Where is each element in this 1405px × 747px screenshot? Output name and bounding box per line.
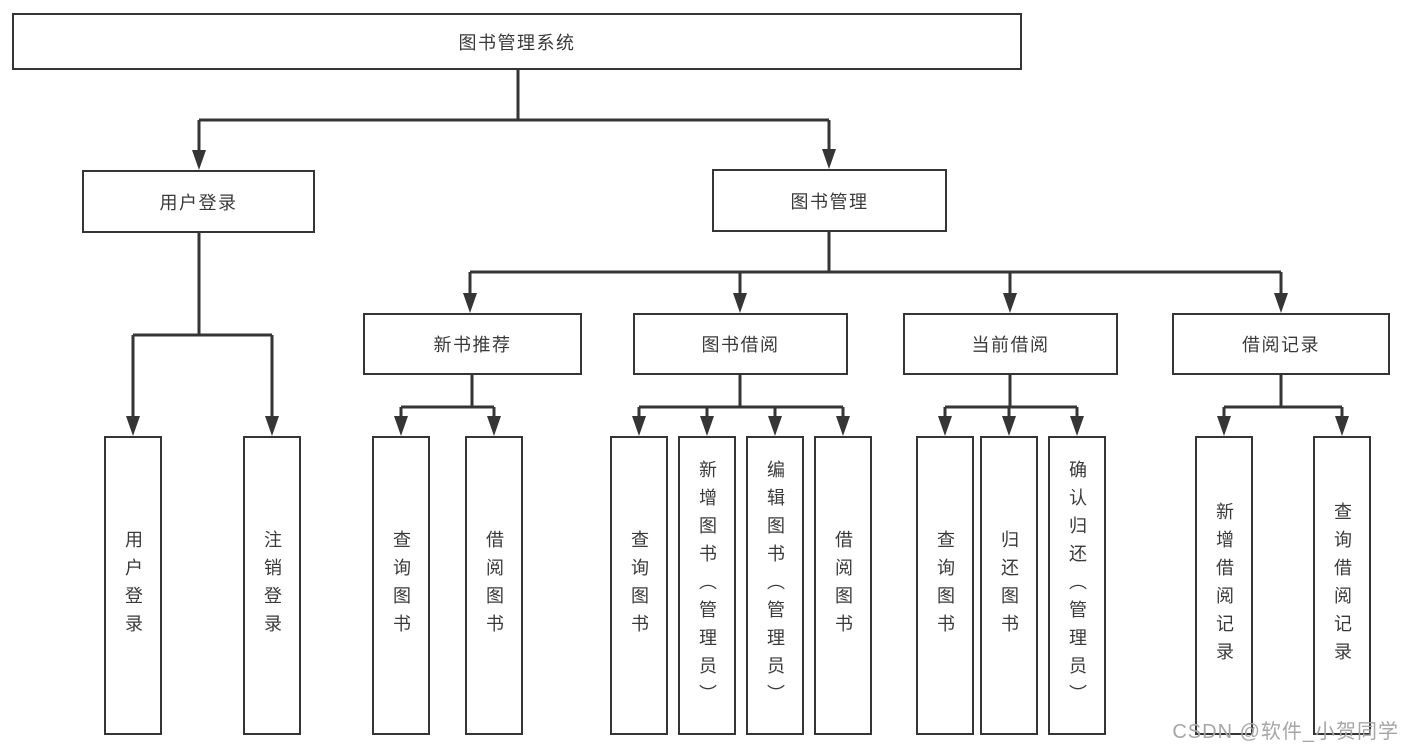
leaf-borrow-books-borrowing: 借阅图书	[814, 436, 872, 735]
leaf-return-books: 归还图书	[980, 436, 1038, 735]
node-user-login: 用户登录	[82, 170, 315, 233]
node-new-book-recommendation: 新书推荐	[363, 313, 582, 375]
watermark: CSDN @软件_小贺同学	[1172, 721, 1399, 743]
node-book-management: 图书管理	[712, 169, 947, 232]
leaf-edit-books-admin-label: 编辑图书（管理员）	[765, 459, 785, 712]
leaf-query-borrow-record: 查询借阅记录	[1313, 436, 1371, 735]
leaf-query-books-current: 查询图书	[916, 436, 974, 735]
leaf-add-books-admin-label: 新增图书（管理员）	[697, 459, 717, 712]
leaf-add-borrow-record: 新增借阅记录	[1195, 436, 1253, 735]
leaf-query-borrow-record-label: 查询借阅记录	[1332, 501, 1352, 670]
leaf-edit-books-admin: 编辑图书（管理员）	[746, 436, 804, 735]
leaf-query-books-recommend: 查询图书	[372, 436, 430, 735]
leaf-return-books-label: 归还图书	[999, 529, 1019, 642]
leaf-user-login-label: 用户登录	[123, 529, 143, 642]
leaf-query-books-recommend-label: 查询图书	[391, 529, 411, 642]
leaf-borrow-books-recommend-label: 借阅图书	[484, 529, 504, 642]
node-library-management-system: 图书管理系统	[12, 13, 1022, 70]
leaf-confirm-return-admin: 确认归还（管理员）	[1048, 436, 1106, 735]
leaf-logout-label: 注销登录	[262, 529, 282, 642]
node-book-borrowing: 图书借阅	[633, 313, 848, 375]
leaf-borrow-books-recommend: 借阅图书	[465, 436, 523, 735]
node-borrowing-records: 借阅记录	[1172, 313, 1390, 375]
leaf-query-books-borrowing: 查询图书	[610, 436, 668, 735]
leaf-user-login: 用户登录	[104, 436, 162, 735]
leaf-query-books-current-label: 查询图书	[935, 529, 955, 642]
node-current-borrowing: 当前借阅	[903, 313, 1118, 375]
leaf-logout: 注销登录	[243, 436, 301, 735]
leaf-confirm-return-admin-label: 确认归还（管理员）	[1067, 459, 1087, 712]
leaf-borrow-books-borrowing-label: 借阅图书	[833, 529, 853, 642]
leaf-query-books-borrowing-label: 查询图书	[629, 529, 649, 642]
leaf-add-books-admin: 新增图书（管理员）	[678, 436, 736, 735]
leaf-add-borrow-record-label: 新增借阅记录	[1214, 501, 1234, 670]
